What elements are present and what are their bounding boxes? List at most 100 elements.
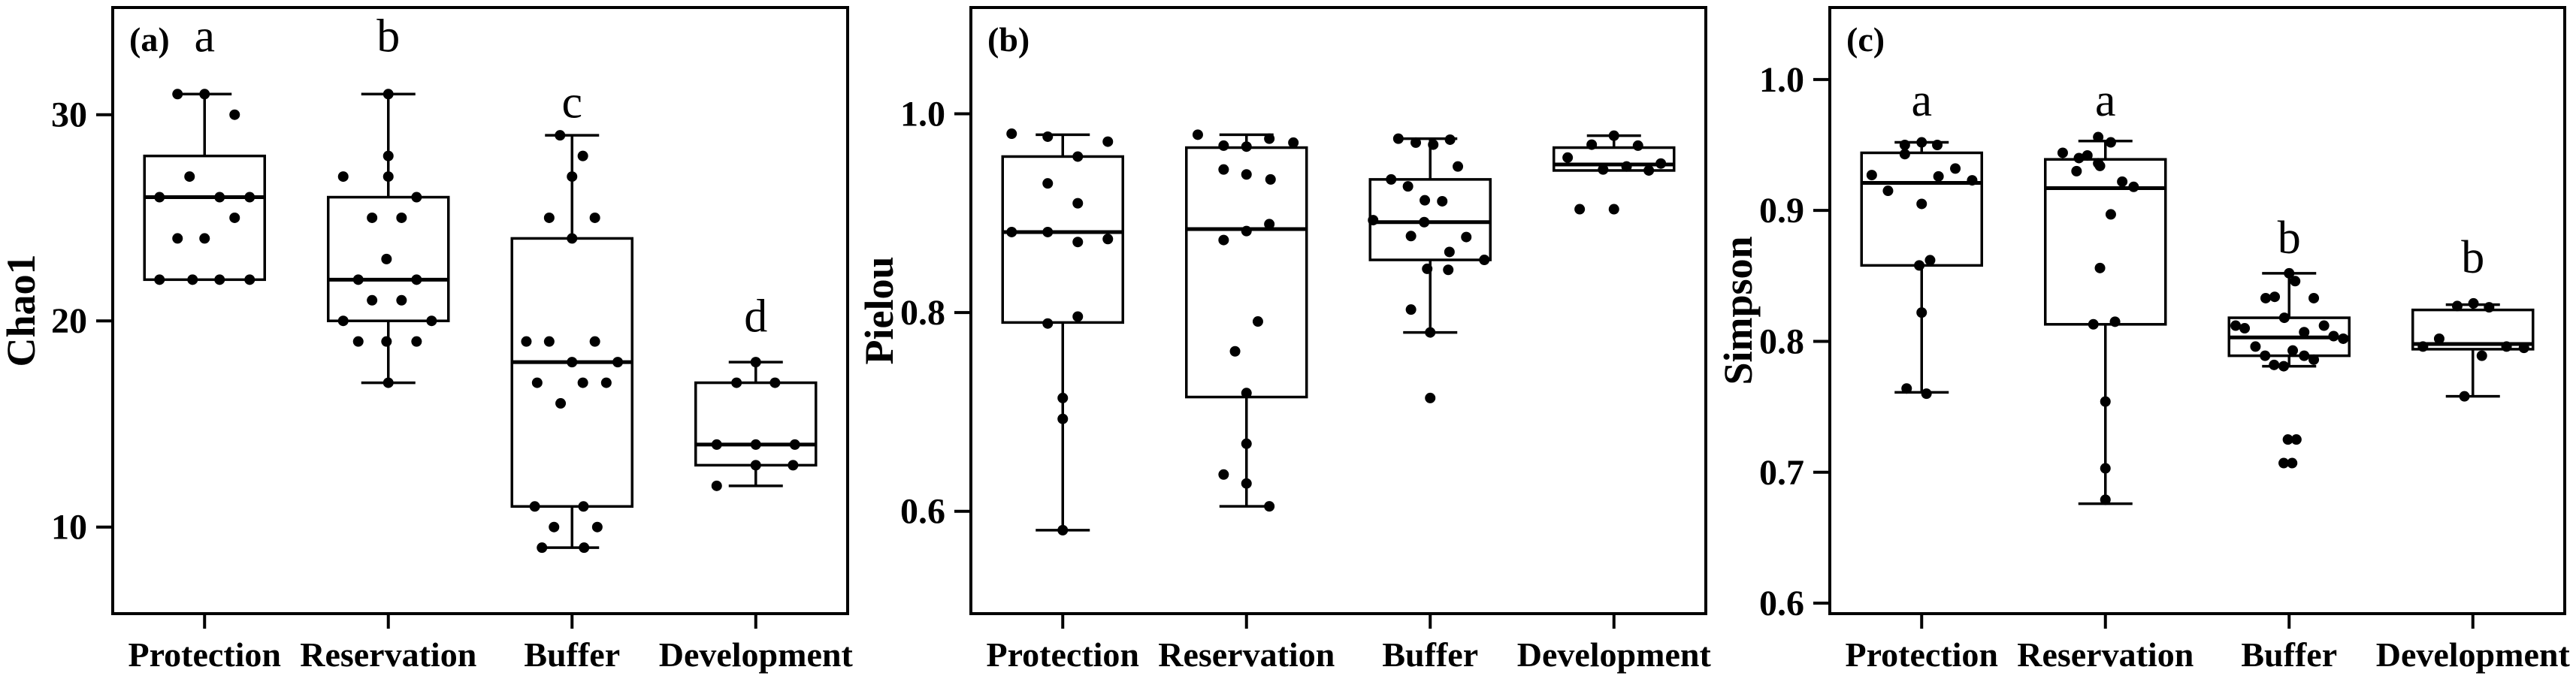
category-label-protection: Protection — [128, 635, 281, 674]
boxplot-group-reservation — [1185, 129, 1308, 512]
data-point — [1218, 234, 1229, 246]
data-point — [1288, 137, 1299, 148]
significance-letter: a — [1911, 75, 1932, 126]
data-point — [589, 212, 600, 223]
data-point — [579, 542, 590, 554]
data-point — [396, 294, 407, 306]
boxplot-group-development — [1553, 130, 1676, 215]
data-point — [2105, 209, 2116, 220]
data-point — [2518, 342, 2529, 354]
data-point — [1916, 198, 1927, 210]
data-point — [2287, 345, 2299, 356]
data-point — [2278, 312, 2290, 324]
data-point — [244, 192, 255, 203]
data-point — [214, 274, 225, 285]
data-point — [2100, 494, 2111, 505]
data-point — [2284, 267, 2295, 279]
data-point — [1241, 388, 1252, 399]
data-point — [172, 233, 183, 244]
data-point — [352, 274, 364, 285]
data-point — [184, 171, 195, 183]
data-point — [2094, 160, 2106, 171]
data-point — [2328, 330, 2339, 342]
data-point — [1072, 311, 1084, 322]
significance-letter: a — [2095, 75, 2116, 126]
boxplot-group-protection: a — [1860, 75, 1983, 400]
data-point — [1428, 139, 1439, 150]
data-point — [1218, 164, 1229, 175]
data-point — [2128, 181, 2139, 192]
y-tick-label: 0.9 — [1759, 191, 1804, 231]
data-point — [1386, 174, 1397, 185]
data-point — [577, 150, 588, 161]
data-point — [1042, 318, 1054, 329]
data-point — [2338, 333, 2349, 344]
data-point — [1437, 195, 1448, 207]
data-point — [1419, 216, 1430, 228]
data-point — [543, 336, 555, 347]
data-point — [543, 212, 555, 223]
data-point — [411, 274, 422, 285]
data-point — [711, 439, 722, 450]
data-point — [1420, 195, 1431, 206]
y-tick-label: 0.8 — [1759, 321, 1804, 361]
data-point — [1405, 304, 1416, 315]
data-point — [244, 274, 255, 285]
data-point — [229, 212, 240, 223]
data-point — [1899, 149, 1910, 160]
data-point — [2476, 350, 2487, 361]
data-point — [1392, 133, 1404, 144]
data-point — [199, 233, 210, 244]
boxplot-group-development: d — [694, 291, 818, 491]
data-point — [154, 274, 165, 285]
data-point — [1425, 392, 1436, 403]
category-label-reservation: Reservation — [1158, 635, 1335, 674]
data-point — [381, 253, 392, 264]
data-point — [1598, 164, 1609, 175]
y-axis-title: Chao1 — [0, 254, 44, 367]
data-point — [2417, 341, 2429, 352]
data-point — [2239, 323, 2251, 334]
data-point — [549, 521, 560, 533]
plot-canvas: 1.00.90.80.70.6Simpson(c)aProtectionaRes… — [1716, 6, 2571, 674]
y-tick-label: 30 — [51, 95, 87, 135]
data-point — [1252, 316, 1263, 327]
iqr-box — [1185, 146, 1308, 399]
data-point — [1192, 129, 1203, 140]
data-point — [1443, 264, 1454, 276]
panel-label: (a) — [129, 20, 170, 59]
data-point — [2250, 341, 2261, 352]
data-point — [2073, 152, 2085, 164]
data-point — [2230, 320, 2242, 331]
data-point — [1241, 169, 1252, 180]
data-point — [1057, 524, 1069, 536]
data-point — [2105, 137, 2116, 148]
data-point — [1057, 392, 1069, 403]
data-point — [337, 171, 349, 183]
data-point — [2100, 463, 2111, 474]
plot-canvas: 302010Chao1(a)aProtectionbReservationcBu… — [0, 6, 853, 674]
data-point — [1608, 204, 1619, 215]
category-label-reservation: Reservation — [2017, 635, 2194, 674]
data-point — [1866, 170, 1877, 181]
significance-letter: a — [194, 11, 215, 62]
boxplot-group-protection: a — [143, 11, 266, 285]
data-point — [1368, 215, 1379, 226]
boxplot-group-protection — [1001, 128, 1124, 536]
iqr-box — [510, 237, 633, 508]
data-point — [2100, 396, 2111, 407]
boxplot-group-reservation: b — [327, 11, 450, 388]
data-point — [567, 171, 578, 183]
iqr-box — [694, 381, 818, 467]
significance-letter: c — [561, 77, 582, 128]
data-point — [382, 89, 394, 100]
data-point — [1042, 226, 1054, 237]
significance-letter: d — [744, 291, 767, 342]
data-point — [1479, 255, 1490, 266]
data-point — [2082, 149, 2093, 161]
iqr-box — [1553, 146, 1676, 172]
category-label-development: Development — [2376, 635, 2571, 674]
iqr-box — [2044, 158, 2167, 326]
data-point — [2299, 327, 2310, 338]
